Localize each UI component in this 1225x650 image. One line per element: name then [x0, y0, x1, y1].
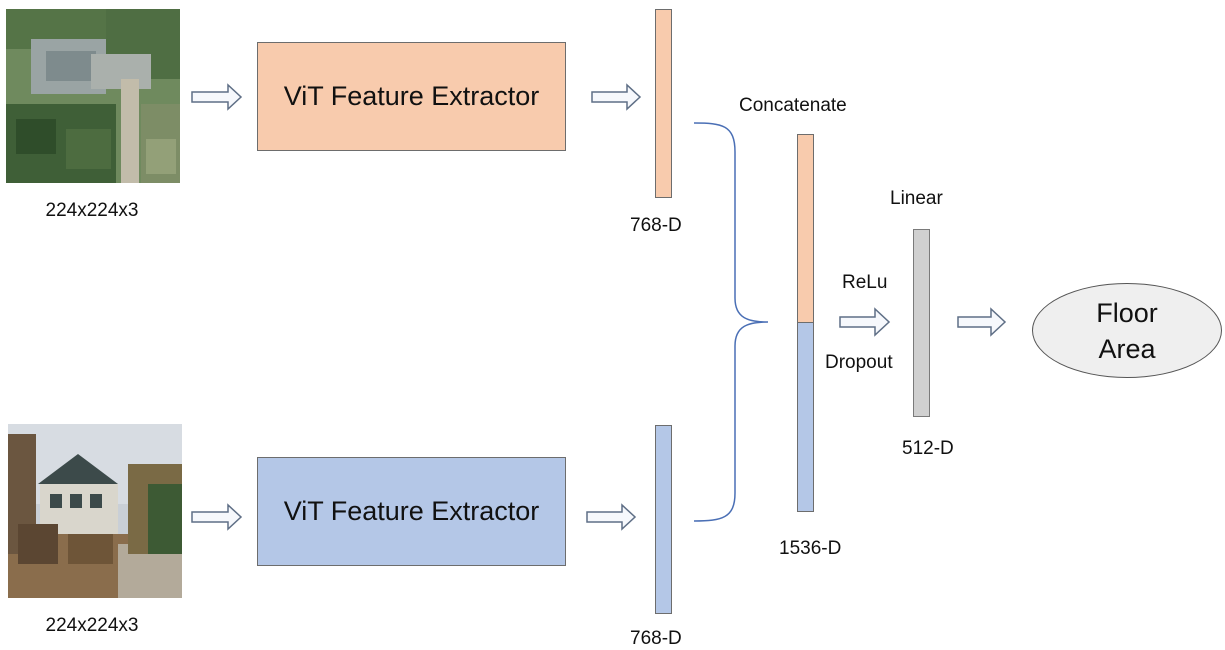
- linear-label: Linear: [890, 188, 943, 209]
- dropout-label: Dropout: [825, 352, 893, 373]
- extractor-bottom-label: ViT Feature Extractor: [283, 496, 540, 526]
- extractor-top-label: ViT Feature Extractor: [283, 81, 540, 111]
- arrow-aerial-to-extractor-icon: [191, 83, 243, 111]
- arrow-linear-to-output-icon: [957, 307, 1007, 337]
- concatenated-bottom-half: [798, 323, 813, 511]
- feature-bottom-dim: 768-D: [630, 628, 682, 649]
- concatenate-brace-icon: [693, 122, 769, 522]
- relu-label: ReLu: [842, 272, 888, 293]
- floor-area-output: Floor Area: [1032, 283, 1222, 378]
- arrow-street-to-extractor-icon: [191, 503, 243, 531]
- linear-output-vector: [913, 229, 930, 417]
- concatenated-dim: 1536-D: [779, 538, 842, 559]
- aerial-image-size: 224x224x3: [45, 200, 139, 221]
- vit-feature-extractor-bottom: ViT Feature Extractor: [257, 457, 566, 566]
- concatenate-label: Concatenate: [739, 95, 847, 116]
- arrow-extractor-to-feature-top-icon: [591, 83, 642, 111]
- vit-feature-extractor-top: ViT Feature Extractor: [257, 42, 566, 151]
- street-image-size: 224x224x3: [45, 615, 139, 636]
- aerial-house-image: [6, 9, 180, 183]
- street-house-image: [8, 424, 182, 598]
- arrow-extractor-to-feature-bottom-icon: [586, 503, 637, 531]
- feature-top-dim: 768-D: [630, 215, 682, 236]
- feature-vector-bottom: [655, 425, 672, 614]
- arrow-concat-to-linear-icon: [839, 307, 891, 337]
- output-line-2: Area: [1098, 333, 1156, 364]
- feature-vector-top: [655, 9, 672, 198]
- concatenated-vector: [797, 134, 814, 512]
- concatenated-top-half: [798, 135, 813, 323]
- linear-dim: 512-D: [902, 438, 954, 459]
- output-line-1: Floor: [1096, 297, 1158, 328]
